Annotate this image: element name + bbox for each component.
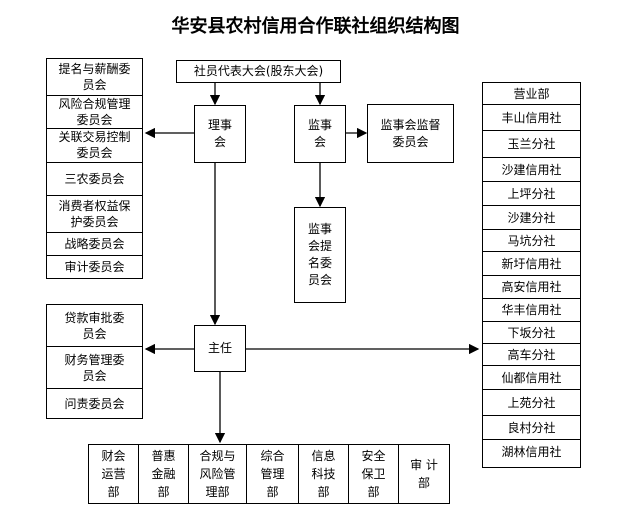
list-item: 玉兰分社: [483, 131, 580, 158]
page-title: 华安县农村信用合作联社组织结构图: [171, 16, 460, 37]
nomination-committee-label: 监事 会提 名委 员会: [307, 222, 332, 287]
list-item: 上苑分社: [483, 390, 580, 416]
nomination-committee-box: 监事 会提 名委 员会: [294, 207, 346, 303]
board-box: 理事 会: [194, 105, 246, 163]
list-item: 新圩信用社: [483, 252, 580, 276]
list-item: 湖林信用社: [501, 445, 562, 459]
supervisory-committee-label: 监事会监督 委员会: [380, 117, 441, 149]
director-committees-list: 贷款审批委 员会 财务管理委 员会 问责委员会: [46, 304, 143, 419]
shareholders-meeting-box: 社员代表大会(股东大会): [176, 60, 341, 83]
list-item: 丰山信用社: [483, 105, 580, 131]
department-item: 合规与 风险管 理部: [189, 445, 247, 503]
list-item: 马坑分社: [483, 230, 580, 252]
list-item: 贷款审批委 员会: [47, 305, 142, 347]
list-item: 战略委员会: [47, 233, 142, 257]
supervisory-committee-box: 监事会监督 委员会: [367, 104, 454, 163]
list-item: 财务管理委 员会: [47, 347, 142, 389]
list-item: 消费者权益保 护委员会: [47, 196, 142, 234]
department-item: 审 计 部: [410, 458, 438, 490]
list-item: 良村分社: [483, 416, 580, 440]
shareholders-meeting-label: 社员代表大会(股东大会): [193, 64, 324, 78]
list-item: 沙建分社: [483, 206, 580, 230]
branches-list: 营业部 丰山信用社 玉兰分社 沙建信用社 上坪分社 沙建分社 马坑分社 新圩信用…: [482, 82, 581, 468]
board-label: 理事 会: [207, 118, 232, 149]
department-item: 信息 科技 部: [299, 445, 349, 503]
supervisory-board-label: 监事 会: [307, 118, 332, 149]
board-committees-list: 提名与薪酬委 员会 风险合规管理 委员会 关联交易控制 委员会 三农委员会 消费…: [46, 58, 143, 279]
list-item: 高安信用社: [483, 276, 580, 299]
list-item: 三农委员会: [47, 163, 142, 196]
supervisory-board-box: 监事 会: [294, 105, 346, 163]
list-item: 下坂分社: [483, 322, 580, 344]
list-item: 仙都信用社: [483, 366, 580, 390]
list-item: 关联交易控制 委员会: [47, 129, 142, 164]
list-item: 高车分社: [483, 344, 580, 366]
department-item: 综合 管理 部: [247, 445, 299, 503]
list-item: 营业部: [483, 83, 580, 105]
list-item: 风险合规管理 委员会: [47, 96, 142, 129]
department-item: 普惠 金融 部: [139, 445, 189, 503]
department-item: 财会 运营 部: [89, 445, 139, 503]
list-item: 沙建信用社: [483, 158, 580, 182]
list-item: 问责委员会: [64, 396, 125, 411]
list-item: 提名与薪酬委 员会: [47, 59, 142, 96]
department-item: 安全 保卫 部: [349, 445, 399, 503]
list-item: 审计委员会: [64, 260, 125, 275]
director-box: 主任: [194, 325, 246, 372]
list-item: 上坪分社: [483, 182, 580, 206]
departments-row: 财会 运营 部 普惠 金融 部 合规与 风险管 理部 综合 管理 部 信息 科技…: [88, 444, 450, 504]
list-item: 华丰信用社: [483, 299, 580, 322]
director-label: 主任: [207, 341, 232, 355]
